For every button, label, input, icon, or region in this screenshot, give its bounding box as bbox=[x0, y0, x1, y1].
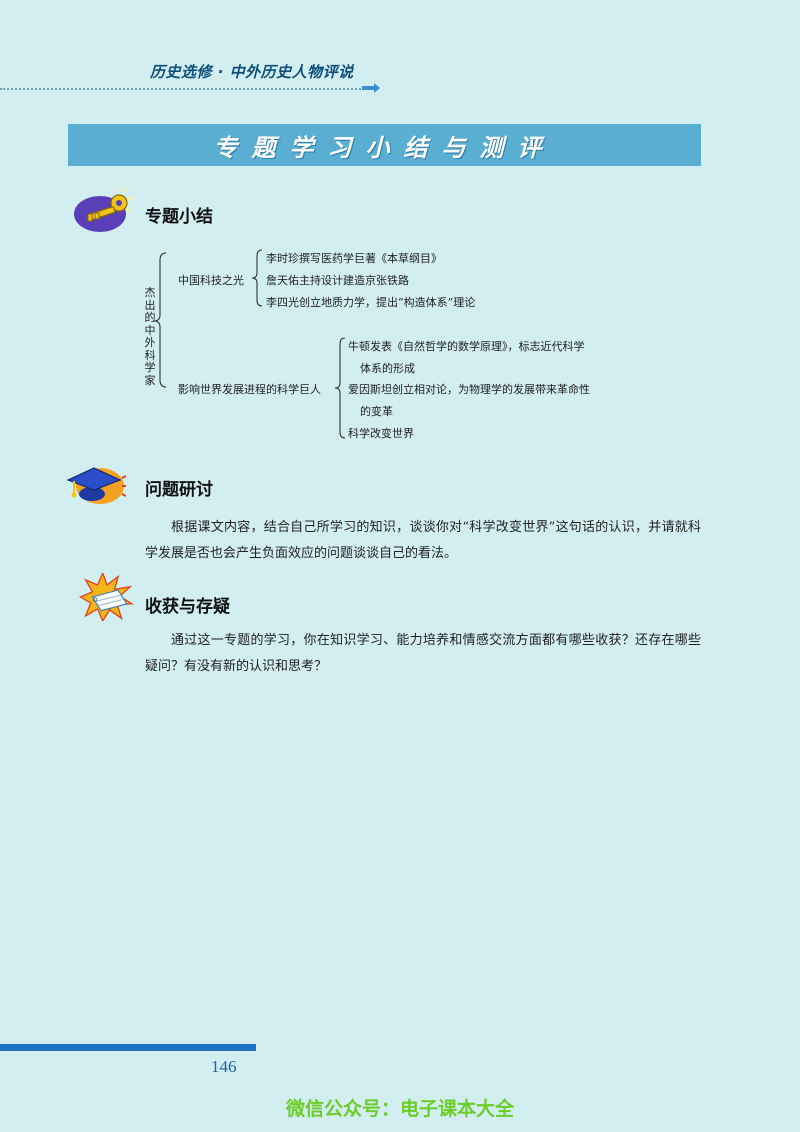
watermark: 微信公众号：电子课本大全 bbox=[285, 1098, 514, 1120]
graduation-cap-icon bbox=[66, 467, 126, 504]
footer-bar bbox=[0, 1044, 256, 1051]
reflection-text: 通过这一专题的学习，你在知识学习、能力培养和情感交流方面都有哪些收获？还存在哪些… bbox=[145, 633, 701, 674]
tree-root-label: 杰出的中外科学家 bbox=[144, 286, 156, 387]
branch1-item: 詹天佑主持设计建造京张铁路 bbox=[266, 274, 409, 287]
branch2-item: 牛顿发表《自然哲学的数学原理》，标志近代科学 bbox=[348, 340, 585, 353]
page-number: 146 bbox=[211, 1057, 237, 1076]
header-arrow-icon bbox=[362, 83, 380, 93]
chapter-title-banner: 专题学习小结与测评 bbox=[68, 124, 701, 166]
branch-label-world: 影响世界发展进程的科学巨人 bbox=[178, 383, 321, 396]
discussion-text: 根据课文内容，结合自己所学习的知识，谈谈你对“科学改变世界”这句话的认识，并请就… bbox=[145, 520, 701, 561]
reflection-heading: 收获与存疑 bbox=[145, 597, 230, 617]
branch-label-china: 中国科技之光 bbox=[178, 274, 244, 287]
notebook-starburst-icon bbox=[79, 573, 134, 621]
summary-heading: 专题小结 bbox=[145, 207, 213, 227]
branch2-item: 科学改变世界 bbox=[348, 427, 414, 440]
branch2-item-cont: 体系的形成 bbox=[360, 362, 415, 375]
branch2-item: 爱因斯坦创立相对论，为物理学的发展带来革命性 bbox=[348, 383, 590, 396]
tree-braces bbox=[153, 249, 346, 439]
branch1-item: 李时珍撰写医药学巨著《本草纲目》 bbox=[266, 252, 442, 265]
header-dotted-rule bbox=[0, 88, 365, 90]
key-icon bbox=[74, 188, 134, 232]
branch1-item: 李四光创立地质力学，提出“构造体系”理论 bbox=[266, 296, 476, 309]
discussion-heading: 问题研讨 bbox=[145, 480, 213, 500]
book-title: 历史选修 · 中外历史人物评说 bbox=[150, 63, 354, 81]
branch2-item-cont: 的变革 bbox=[360, 405, 393, 418]
banner-title: 专题学习小结与测评 bbox=[213, 133, 556, 162]
